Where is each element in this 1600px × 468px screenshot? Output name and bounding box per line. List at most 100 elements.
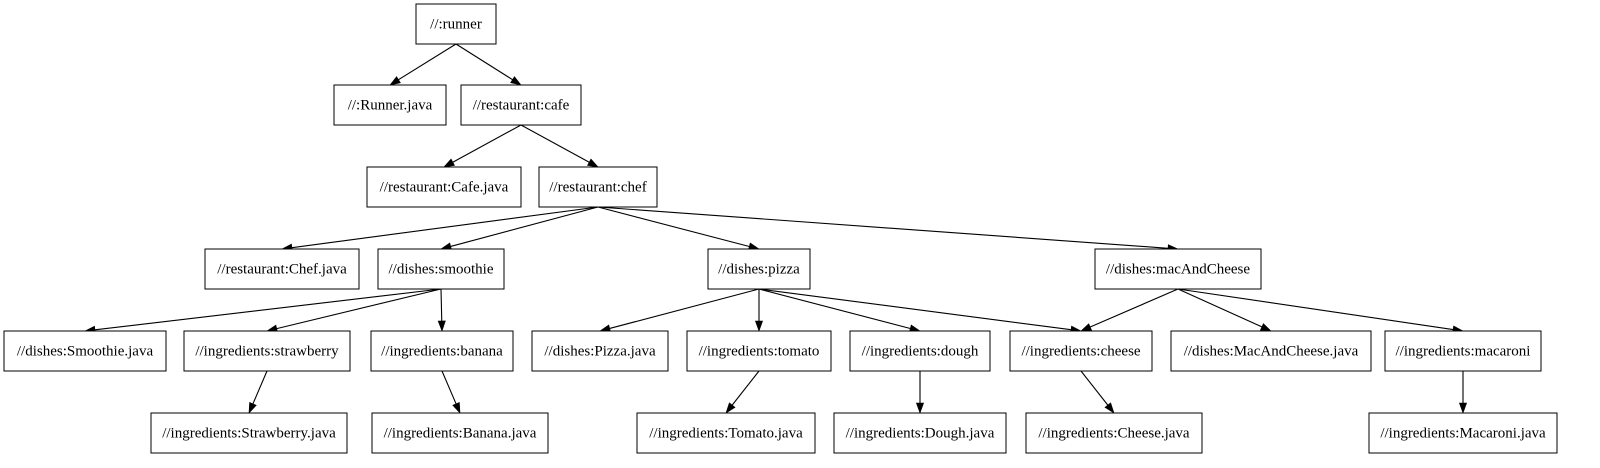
graph-node-banana_java[interactable]: //ingredients:Banana.java: [371, 412, 549, 454]
node-box[interactable]: [204, 248, 360, 290]
edge-runner-to-runner_java: [398, 43, 457, 81]
node-label: //restaurant:Chef.java: [217, 261, 347, 277]
graph-node-ing_cheese[interactable]: //ingredients:cheese: [1009, 330, 1153, 372]
node-label: //ingredients:Banana.java: [384, 425, 537, 441]
graph-node-ing_tomato[interactable]: //ingredients:tomato: [686, 330, 832, 372]
node-label: //dishes:Pizza.java: [544, 343, 656, 359]
arrowhead-icon: [389, 76, 401, 86]
node-box[interactable]: [333, 84, 447, 126]
node-box[interactable]: [707, 248, 811, 290]
graph-node-ing_dough[interactable]: //ingredients:dough: [849, 330, 991, 372]
node-box[interactable]: [531, 330, 669, 372]
edge-dishes_pizza-to-ing_cheese: [758, 288, 1072, 331]
node-box[interactable]: [1384, 330, 1542, 372]
edge-restaurant_chef-to-dishes_smoothie: [450, 206, 599, 247]
arrowhead-icon: [754, 320, 764, 332]
arrowhead-icon: [1458, 402, 1468, 414]
graph-node-tomato_java[interactable]: //ingredients:Tomato.java: [636, 412, 816, 454]
node-label: //restaurant:cafe: [473, 97, 570, 113]
node-label: //ingredients:macaroni: [1396, 343, 1531, 359]
node-label: //ingredients:tomato: [699, 343, 820, 359]
arrowhead-icon: [510, 76, 522, 86]
edge-restaurant_chef-to-dishes_macncheese: [597, 206, 1169, 249]
node-box[interactable]: [686, 330, 832, 372]
edge-dishes_pizza-to-pizza_java: [609, 288, 760, 329]
node-label: //ingredients:Cheese.java: [1038, 425, 1190, 441]
node-label: //ingredients:dough: [862, 343, 979, 359]
edge-dishes_macncheese-to-ing_cheese: [1089, 288, 1179, 328]
arrowhead-icon: [1080, 323, 1093, 332]
graph-node-runner_java[interactable]: //:Runner.java: [333, 84, 447, 126]
node-label: //ingredients:banana: [381, 343, 503, 359]
graph-node-pizza_java[interactable]: //dishes:Pizza.java: [531, 330, 669, 372]
arrowhead-icon: [248, 401, 257, 414]
node-box[interactable]: [1009, 330, 1153, 372]
graph-node-restaurant_chef[interactable]: //restaurant:chef: [538, 166, 658, 208]
edge-ing_banana-to-banana_java: [441, 370, 457, 405]
edge-dishes_macncheese-to-macncheese_java: [1177, 288, 1263, 328]
edge-ing_strawberry-to-strawberry_java: [252, 370, 268, 405]
graph-node-chef_java[interactable]: //restaurant:Chef.java: [204, 248, 360, 290]
node-label: //dishes:macAndCheese: [1106, 261, 1250, 277]
node-box[interactable]: [460, 84, 582, 126]
graph-node-dough_java[interactable]: //ingredients:Dough.java: [833, 412, 1007, 454]
node-label: //:Runner.java: [348, 97, 433, 113]
graph-node-cafe_java[interactable]: //restaurant:Cafe.java: [366, 166, 522, 208]
arrowhead-icon: [1259, 323, 1272, 332]
node-box[interactable]: [1094, 248, 1262, 290]
node-box[interactable]: [636, 412, 816, 454]
arrowhead-icon: [452, 401, 461, 414]
node-box[interactable]: [150, 412, 348, 454]
node-box[interactable]: [833, 412, 1007, 454]
graph-node-strawberry_java[interactable]: //ingredients:Strawberry.java: [150, 412, 348, 454]
node-box[interactable]: [377, 248, 505, 290]
edge-dishes_macncheese-to-ing_macaroni: [1177, 288, 1454, 331]
graph-node-ing_banana[interactable]: //ingredients:banana: [370, 330, 514, 372]
graph-node-macncheese_java[interactable]: //dishes:MacAndCheese.java: [1170, 330, 1372, 372]
node-label: //restaurant:Cafe.java: [380, 179, 509, 195]
node-label: //dishes:pizza: [718, 261, 800, 277]
graph-node-dishes_macncheese[interactable]: //dishes:macAndCheese: [1094, 248, 1262, 290]
graph-node-dishes_pizza[interactable]: //dishes:pizza: [707, 248, 811, 290]
nodes-layer: //:runner //:Runner.java //restaurant:cafe…: [3, 3, 1558, 454]
edge-dishes_pizza-to-ing_dough: [758, 288, 911, 330]
graph-node-runner[interactable]: //:runner: [415, 3, 497, 45]
node-box[interactable]: [1025, 412, 1203, 454]
node-label: //ingredients:Strawberry.java: [162, 425, 336, 441]
node-label: //dishes:MacAndCheese.java: [1184, 343, 1359, 359]
node-box[interactable]: [3, 330, 167, 372]
node-box[interactable]: [371, 412, 549, 454]
graph-node-restaurant_cafe[interactable]: //restaurant:cafe: [460, 84, 582, 126]
node-label: //:runner: [430, 16, 482, 32]
graph-node-ing_macaroni[interactable]: //ingredients:macaroni: [1384, 330, 1542, 372]
graph-node-cheese_java[interactable]: //ingredients:Cheese.java: [1025, 412, 1203, 454]
edge-dishes_smoothie-to-ing_strawberry: [276, 288, 442, 330]
edge-restaurant_cafe-to-cafe_java: [452, 124, 522, 163]
arrowhead-icon: [1104, 402, 1115, 414]
node-box[interactable]: [370, 330, 514, 372]
node-label: //dishes:smoothie: [389, 261, 494, 277]
node-box[interactable]: [415, 3, 497, 45]
graph-node-ing_strawberry[interactable]: //ingredients:strawberry: [183, 330, 351, 372]
node-box[interactable]: [366, 166, 522, 208]
edge-dishes_smoothie-to-ing_banana: [440, 288, 443, 322]
edges-layer: [84, 43, 1468, 414]
edge-restaurant_chef-to-dishes_pizza: [597, 206, 750, 248]
arrowhead-icon: [443, 158, 455, 168]
arrowhead-icon: [587, 158, 599, 168]
graph-node-dishes_smoothie[interactable]: //dishes:smoothie: [377, 248, 505, 290]
graph-node-smoothie_java[interactable]: //dishes:Smoothie.java: [3, 330, 167, 372]
edge-dishes_smoothie-to-smoothie_java: [94, 288, 442, 331]
node-box[interactable]: [849, 330, 991, 372]
edge-ing_tomato-to-tomato_java: [731, 370, 760, 406]
node-box[interactable]: [183, 330, 351, 372]
node-box[interactable]: [1170, 330, 1372, 372]
node-box[interactable]: [538, 166, 658, 208]
node-box[interactable]: [1368, 412, 1558, 454]
edge-runner-to-restaurant_cafe: [455, 43, 513, 81]
graph-node-macaroni_java[interactable]: //ingredients:Macaroni.java: [1368, 412, 1558, 454]
edge-restaurant_chef-to-chef_java: [291, 206, 599, 249]
node-label: //restaurant:chef: [549, 179, 646, 195]
